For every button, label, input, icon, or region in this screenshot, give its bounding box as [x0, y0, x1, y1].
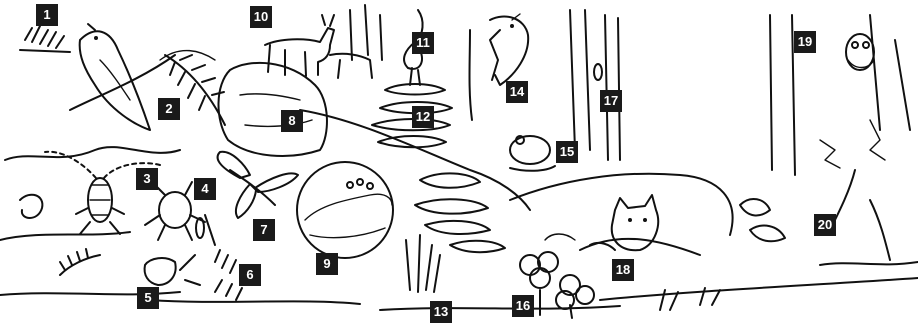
marker-15: 15 — [556, 141, 578, 163]
marker-17: 17 — [600, 90, 622, 112]
marker-10: 10 — [250, 6, 272, 28]
marker-9: 9 — [316, 253, 338, 275]
longhorn-beetle-drawing — [45, 152, 160, 234]
marker-5: 5 — [137, 287, 159, 309]
marker-6: 6 — [239, 264, 261, 286]
beetle-on-trunk-drawing — [594, 64, 602, 80]
marker-16: 16 — [512, 295, 534, 317]
marker-4: 4 — [194, 178, 216, 200]
tree-trunks-center-drawing — [350, 5, 382, 60]
terrain-lines — [0, 110, 918, 310]
marker-18: 18 — [612, 259, 634, 281]
marker-14: 14 — [506, 81, 528, 103]
bracket-fungi-drawing — [415, 173, 505, 252]
deer-drawing — [265, 15, 372, 78]
grass-stalks-drawing — [406, 235, 440, 292]
marker-19: 19 — [794, 31, 816, 53]
magnifier-circle-drawing — [297, 162, 393, 258]
centipede-drawing — [60, 249, 200, 285]
marker-13: 13 — [430, 301, 452, 323]
tree-stump-drawing — [820, 120, 890, 260]
seed-plant-drawing — [196, 215, 242, 300]
marker-3: 3 — [136, 168, 158, 190]
woodpecker-drawing — [470, 14, 529, 120]
marker-2: 2 — [158, 98, 180, 120]
marker-20: 20 — [814, 214, 836, 236]
marker-11: 11 — [412, 32, 434, 54]
marker-7: 7 — [253, 219, 275, 241]
snail-drawing — [20, 195, 42, 218]
marker-8: 8 — [281, 110, 303, 132]
marker-1: 1 — [36, 4, 58, 26]
grass-tuft-drawing — [20, 26, 70, 52]
mouse-drawing — [510, 136, 555, 171]
rock-drawing — [218, 63, 326, 156]
marker-12: 12 — [412, 106, 434, 128]
owl-drawing — [846, 34, 874, 70]
dragonfly-drawing — [218, 152, 298, 218]
